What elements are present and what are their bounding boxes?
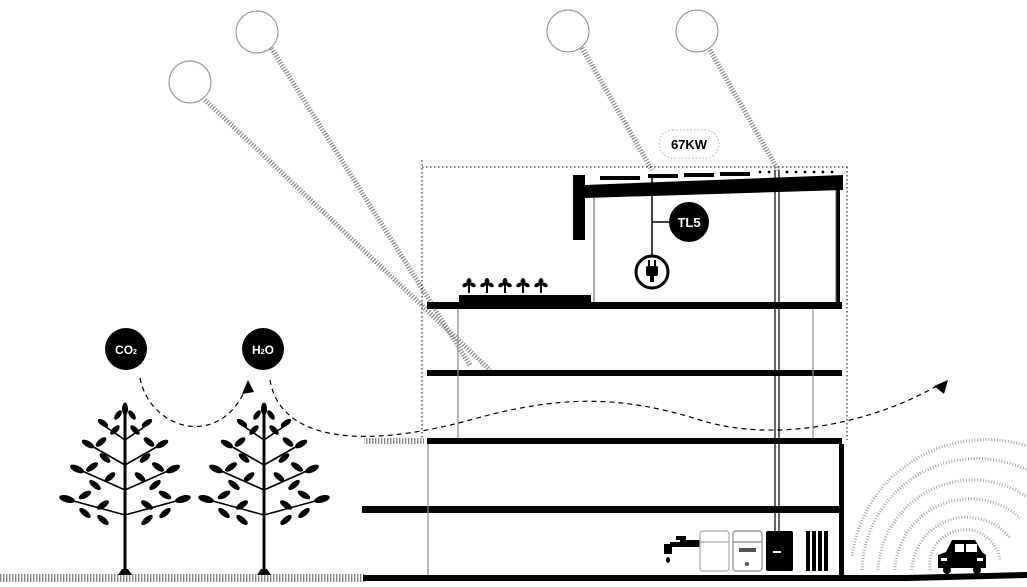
plug-icon (634, 254, 670, 290)
sun-rays (203, 44, 781, 372)
h2o-subscript: 2 (261, 349, 265, 356)
radiator-icon (806, 531, 828, 571)
sun-icon (675, 9, 719, 53)
sun-icon (235, 10, 279, 54)
plant-icon (479, 278, 495, 293)
plant-icon (533, 278, 549, 293)
ground (0, 572, 1027, 582)
sun-icon (546, 9, 590, 53)
washer-icon (699, 530, 730, 572)
power-value: 67KW (671, 137, 708, 152)
h2o-label: H (252, 343, 261, 357)
power-label: 67KW (658, 129, 720, 159)
tree-icon (57, 401, 193, 576)
h2o-label-end: O (265, 343, 274, 357)
tl5-lamp-badge: TL5 (669, 202, 709, 242)
svg-text:H2O: H2O (252, 343, 274, 357)
tap-icon (664, 536, 704, 563)
plant-icon (461, 278, 477, 293)
plant-icon (515, 278, 531, 293)
sun-icon (168, 60, 212, 104)
car-icon (938, 540, 986, 574)
stove-icon (732, 530, 763, 572)
plant-icon (497, 278, 513, 293)
building (362, 170, 844, 575)
h2o-badge: H2O (242, 328, 284, 370)
wifi-waves-icon (850, 438, 1027, 571)
co2-label: CO (115, 343, 133, 357)
arrow-head (242, 380, 948, 394)
co2-badge: CO2 (105, 328, 147, 370)
lamp-label: TL5 (677, 215, 700, 230)
airflow-arrow (139, 377, 941, 437)
co2-subscript: 2 (133, 349, 137, 356)
heater-icon (766, 531, 793, 571)
svg-text:CO2: CO2 (115, 343, 137, 357)
building-outline (421, 160, 848, 440)
